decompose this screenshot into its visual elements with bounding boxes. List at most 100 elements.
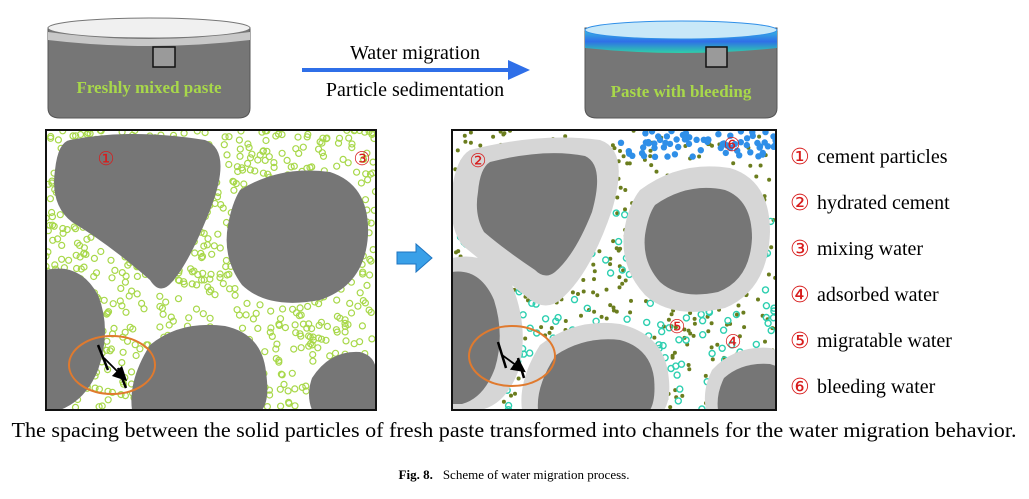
mixing-water-particle [238,164,246,172]
adsorbed-water-particle [627,161,632,166]
mixing-water-particle [261,348,269,356]
cement-particle [537,339,655,410]
mixing-water-particle [341,322,349,330]
mixing-water-particle [72,264,81,273]
bleeding-water-particle [704,138,711,146]
mixing-water-particle [206,314,214,322]
mixing-water-particle [223,271,231,279]
mixing-water-particle [348,144,356,152]
mixing-water-particle [309,357,317,365]
mixing-water-particle [354,302,362,310]
cement-particle [717,363,776,410]
spacing-highlight-ring [468,325,556,387]
migratable-water-particle [612,209,620,217]
mixing-water-particle [248,150,256,158]
mixing-water-particle [211,291,219,299]
mixing-water-particle [217,201,225,209]
adsorbed-water-particle [688,331,693,336]
migratable-water-particle [673,371,681,379]
mixing-water-particle [221,133,229,141]
adsorbed-water-particle [591,290,596,295]
mixing-water-particle [234,167,242,176]
adsorbed-water-particle [592,277,596,282]
adsorbed-water-particle [563,134,568,139]
mixing-water-particle [357,179,365,187]
mixing-water-particle [216,244,224,252]
cement-particle [309,351,376,410]
mixing-water-particle [54,136,63,144]
bleeding-water-particle [737,130,745,135]
marker-adsorbed-water: ④ [724,331,741,353]
mixing-water-particle [48,221,57,229]
mixing-water-particle [298,383,306,391]
adsorbed-water-particle [666,317,671,322]
migratable-water-particle [674,397,682,405]
mixing-water-particle [118,302,126,310]
mixing-water-particle [366,170,375,178]
adsorbed-water-particle [549,326,554,330]
particle-sedimentation-label: Particle sedimentation [326,79,504,101]
mixing-water-particle [322,135,330,143]
sample-square [152,46,176,68]
mixing-water-particle [252,309,260,317]
migratable-water-particle [761,286,770,294]
adsorbed-water-particle [516,376,521,381]
fresh-paste-panel: ① ③ [45,129,377,411]
mixing-water-particle [76,130,85,139]
bleeding-water-particle [727,144,734,152]
mixing-water-particle [46,195,55,203]
adsorbed-water-particle [766,272,771,277]
mixing-water-particle [362,170,370,178]
mixing-water-particle [108,388,117,396]
mixing-water-particle [266,328,274,336]
migratable-water-particle [614,237,623,246]
adsorbed-water-particle [629,298,633,303]
mixing-water-particle [262,136,270,145]
bleeding-water-particle [737,139,744,146]
mixing-water-particle [199,310,207,318]
mixing-water-particle [69,132,77,140]
adsorbed-water-particle [692,321,697,326]
adsorbed-water-particle [668,405,673,410]
adsorbed-water-particle [767,177,772,182]
adsorbed-water-particle [599,314,604,319]
mixing-water-particle [185,314,193,322]
adsorbed-water-particle [539,325,544,330]
bleeding-water-particle [668,130,675,135]
bleeding-water-particle [664,153,671,160]
mixing-water-particle [80,263,88,271]
mixing-water-particle [346,299,354,307]
mixing-water-particle [279,305,287,313]
mixing-water-particle [214,230,222,238]
mixing-water-particle [210,242,218,250]
mixing-water-particle [296,330,304,338]
mixing-water-particle [83,235,91,243]
mixing-water-particle [302,382,310,390]
bleeding-water-particle [697,147,704,154]
mixing-water-particle [366,255,374,263]
adsorbed-water-particle [617,275,622,280]
mixing-water-particle [174,295,183,303]
mixing-water-particle [132,351,140,360]
adsorbed-water-particle [463,139,468,144]
mixing-water-particle [122,308,130,316]
mixing-water-particle [308,163,316,171]
bleeding-water-particle [617,139,625,146]
mixing-water-particle [162,298,170,306]
bleeding-water-particle [722,149,729,157]
adsorbed-water-particle [648,154,653,159]
migratable-water-particle [570,295,579,304]
legend-num: ③ [790,237,810,262]
mixing-water-particle [363,281,371,289]
mixing-water-particle [188,280,196,288]
migratable-water-particle [665,324,673,332]
migratable-water-particle [554,313,562,322]
mixing-water-particle [70,223,78,231]
mixing-water-particle [90,254,99,262]
adsorbed-water-particle [687,367,692,372]
bleeding-water-particle [651,153,659,160]
mixing-water-particle [244,140,252,148]
migratable-water-particle [762,302,771,310]
mixing-water-particle [204,235,212,243]
mixing-water-particle [121,328,129,336]
